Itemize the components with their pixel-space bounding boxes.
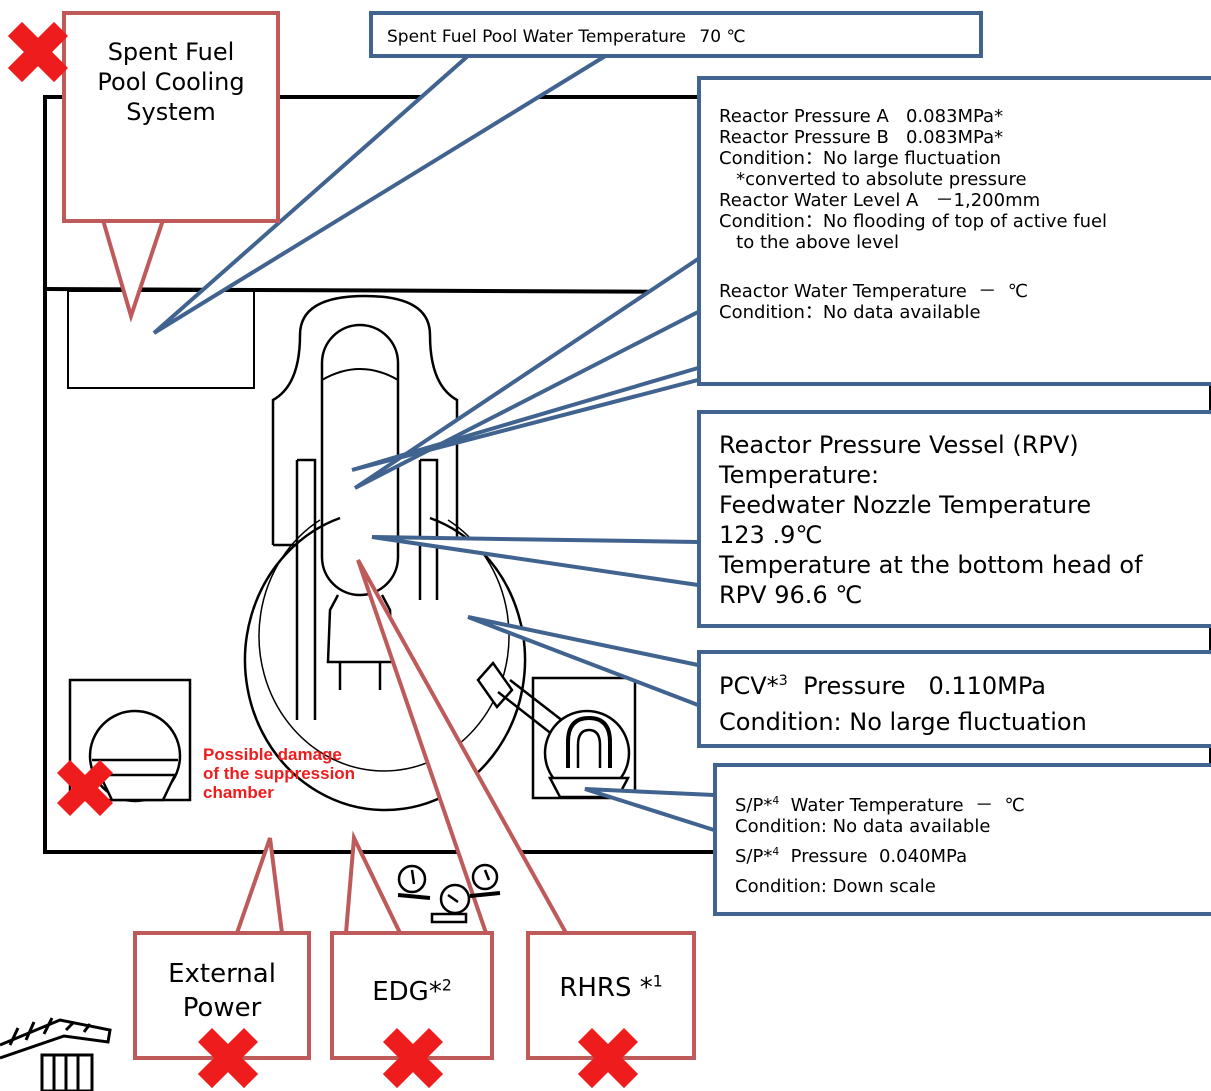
suppression-pool-callout: S/P*4 Water Temperature － ℃ Condition: N…	[713, 763, 1211, 916]
damage-note-line1: Possible damage	[203, 745, 342, 764]
sfp-temp-label: Spent Fuel Pool Water Temperature	[387, 27, 687, 47]
rpv-title: Reactor Pressure Vessel (RPV)	[719, 431, 1079, 459]
sp-label-3: S/P*	[735, 846, 773, 867]
pcv-label: PCV*	[719, 672, 779, 700]
sp-footnote-1: 4	[772, 794, 780, 807]
rpv-temperature-label: Temperature:	[719, 461, 880, 489]
bottom-head-value: RPV 96.6 ℃	[719, 581, 863, 609]
reactor-pressure-condition: Condition：No large fluctuation	[719, 148, 1002, 169]
pcv-pressure-value: Pressure 0.110MPa	[787, 672, 1046, 700]
edg-footnote: 2	[441, 976, 452, 995]
pcv-footnote: 3	[778, 673, 788, 689]
sp-water-temp-condition: Condition: No data available	[735, 816, 991, 837]
sp-pressure-condition: Condition: Down scale	[735, 876, 936, 897]
red-callout-pointers	[101, 219, 568, 934]
rhrs-label: RHRS *	[559, 973, 653, 1003]
damage-note-line3: chamber	[203, 783, 274, 802]
failure-x-icon	[8, 22, 68, 82]
sp-footnote-3: 4	[772, 845, 780, 858]
feedwater-nozzle-label: Feedwater Nozzle Temperature	[719, 491, 1092, 519]
possible-damage-note: Possible damage of the suppression chamb…	[203, 745, 355, 802]
spent-fuel-pool-cooling-callout: Spent Fuel Pool Cooling System	[62, 11, 280, 223]
sfp-cooling-line3: System	[126, 98, 216, 126]
edg-callout: EDG*2	[330, 931, 494, 1060]
sfp-cooling-line1: Spent Fuel	[107, 38, 235, 66]
damage-note-line2: of the suppression	[203, 764, 356, 783]
water-level-condition-cont: to the above level	[719, 232, 899, 253]
sp-pressure-value: Pressure 0.040MPa	[779, 846, 968, 867]
sfp-cooling-line2: Pool Cooling	[97, 68, 245, 96]
external-power-line2: Power	[182, 993, 262, 1023]
gauges-icon	[397, 863, 501, 924]
sp-water-temp-value: Water Temperature － ℃	[779, 795, 1025, 816]
building-outline	[43, 95, 1211, 854]
suppression-chamber-left	[68, 678, 192, 803]
water-level-condition: Condition：No flooding of top of active f…	[719, 211, 1108, 232]
blue-callout-pointers	[152, 53, 715, 832]
rpv-temperature-callout: Reactor Pressure Vessel (RPV) Temperatur…	[697, 410, 1211, 628]
reactor-parameters-callout: Reactor Pressure A 0.083MPa* Reactor Pre…	[697, 76, 1211, 386]
reactor-pressure-b: Reactor Pressure B 0.083MPa*	[719, 127, 1004, 148]
reactor-pressure-a: Reactor Pressure A 0.083MPa*	[719, 106, 1004, 127]
building-icon	[0, 1017, 112, 1091]
rhrs-footnote: 1	[652, 972, 663, 991]
reactor-water-temp-condition: Condition：No data available	[719, 302, 981, 323]
edg-label: EDG*	[372, 977, 442, 1007]
pcv-pressure: PCV*3 Pressure 0.110MPa	[719, 668, 1211, 704]
containment-vessel	[243, 294, 527, 812]
external-power-line1: External	[168, 959, 276, 989]
sfp-temp-value: 70 ℃	[699, 27, 746, 47]
failure-x-icon	[57, 760, 113, 816]
reactor-water-temperature: Reactor Water Temperature － ℃	[719, 281, 1028, 302]
external-power-callout: External Power	[133, 931, 311, 1060]
absolute-pressure-note: *converted to absolute pressure	[719, 169, 1027, 190]
feedwater-nozzle-value: 123 .9℃	[719, 521, 823, 549]
sp-pressure: S/P*4 Pressure 0.040MPa	[735, 846, 1211, 867]
sp-water-temperature: S/P*4 Water Temperature － ℃	[735, 795, 1211, 816]
rhrs-callout: RHRS *1	[526, 931, 696, 1060]
spent-fuel-pool-temp-callout: Spent Fuel Pool Water Temperature 70 ℃	[369, 11, 983, 58]
suppression-chamber-right	[531, 676, 637, 800]
sp-label-1: S/P*	[735, 795, 773, 816]
reactor-water-level-a: Reactor Water Level A －1,200mm	[719, 190, 1041, 211]
pcv-condition: Condition: No large fluctuation	[719, 708, 1087, 736]
bottom-head-label: Temperature at the bottom head of	[719, 551, 1143, 579]
spent-fuel-pool	[67, 290, 255, 389]
pcv-callout: PCV*3 Pressure 0.110MPa Condition: No la…	[697, 650, 1211, 748]
